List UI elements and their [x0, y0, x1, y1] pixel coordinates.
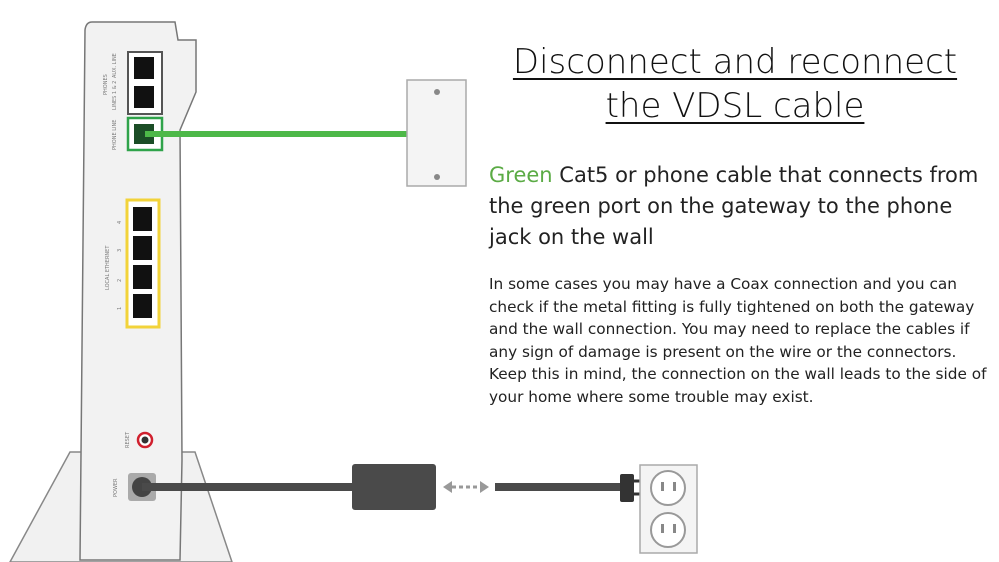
power-adapter — [352, 464, 436, 510]
phone-line-port — [134, 124, 154, 144]
aux-line-label: AUX. LINE — [112, 53, 118, 78]
lead-text: Cat5 or phone cable that connects from t… — [489, 163, 979, 249]
slide-title: Disconnect and reconnect the VDSL cable — [480, 40, 990, 128]
reset-label: RESET — [125, 431, 131, 448]
lead-paragraph: Green Cat5 or phone cable that connects … — [489, 160, 989, 253]
title-line-1: Disconnect and reconnect — [512, 42, 958, 82]
port-label-1: 1 — [117, 307, 123, 310]
body-paragraph: In some cases you may have a Coax connec… — [489, 275, 987, 406]
port-label-4: 4 — [117, 221, 123, 224]
lines-label: LINES 1 & 2 — [112, 81, 118, 110]
port-label-3: 3 — [117, 249, 123, 252]
double-arrow-icon — [443, 481, 489, 493]
phone-port-2 — [134, 86, 154, 108]
ethernet-port-4 — [133, 207, 152, 231]
phone-line-label: PHONE LINE — [112, 120, 118, 150]
wall-phone-jack — [406, 79, 467, 187]
power-label: POWER — [113, 478, 119, 497]
plug — [620, 474, 634, 502]
phone-port-1 — [134, 57, 154, 79]
ethernet-port-3 — [133, 236, 152, 260]
phones-label: PHONES — [103, 74, 109, 95]
lead-highlight: Green — [489, 163, 553, 187]
title-line-2: the VDSL cable — [605, 86, 865, 126]
ethernet-port-2 — [133, 265, 152, 289]
port-label-2: 2 — [117, 279, 123, 282]
ethernet-port-1 — [133, 294, 152, 318]
local-ethernet-label: LOCAL ETHERNET — [105, 245, 111, 290]
